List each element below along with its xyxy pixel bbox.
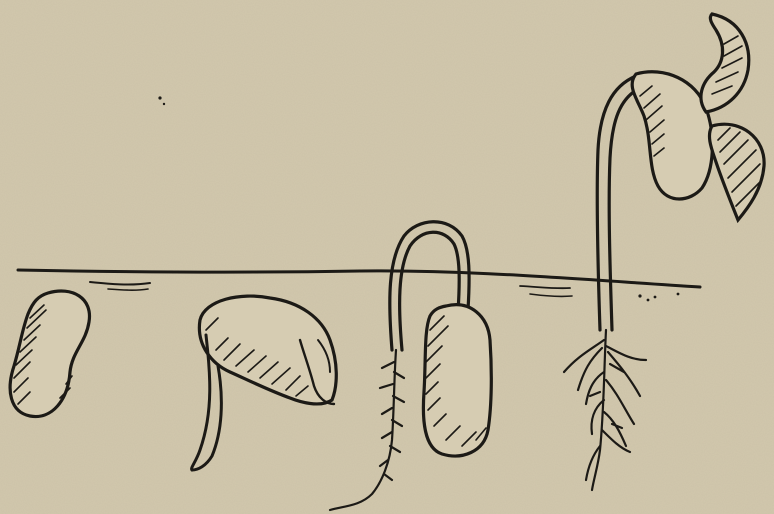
ink-speck — [163, 103, 165, 105]
ink-speck — [158, 96, 161, 99]
